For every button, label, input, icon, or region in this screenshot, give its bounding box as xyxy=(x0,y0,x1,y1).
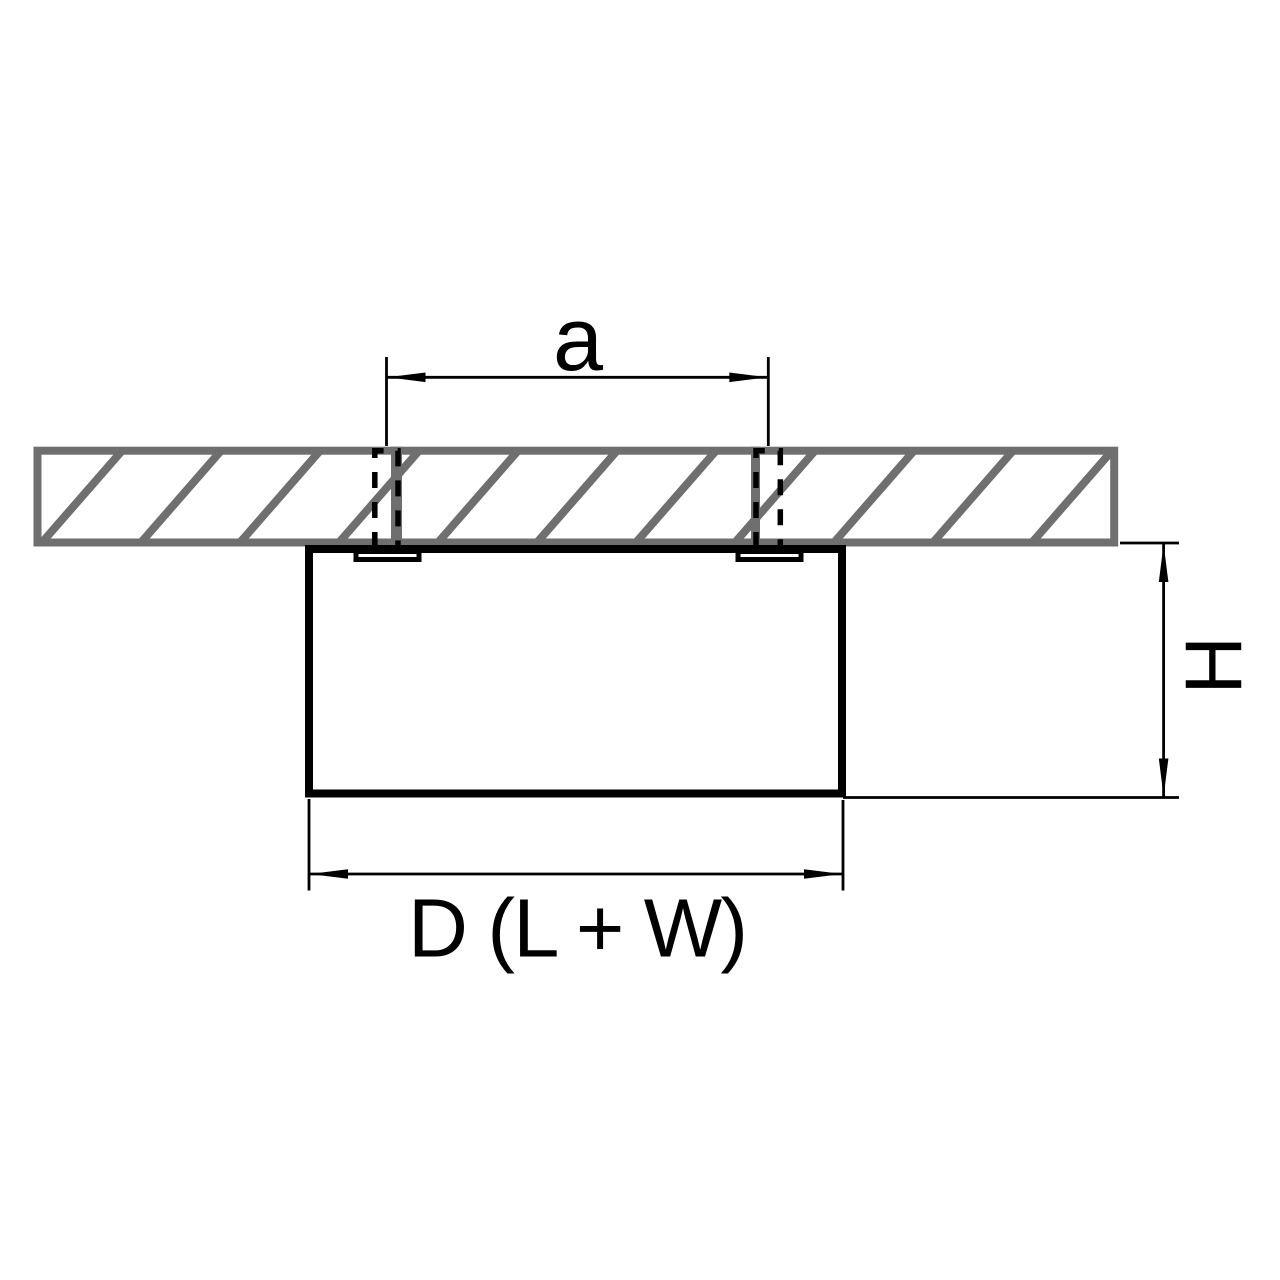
dimension-height-label: H xyxy=(1169,636,1259,695)
dimension-height-arrow-top xyxy=(1158,544,1169,582)
dimension-height: H xyxy=(843,541,1259,799)
dimension-a-label: a xyxy=(553,290,604,390)
ceiling-hatching xyxy=(38,448,1116,546)
hole-edge-right xyxy=(751,446,760,547)
ceiling-slab-outline xyxy=(33,446,1119,547)
mounting-clip-left xyxy=(353,549,422,562)
fixture-body xyxy=(305,545,846,798)
dimension-a: a xyxy=(385,290,770,446)
hole-edge-left xyxy=(391,446,402,547)
dimension-diameter-arrow-right xyxy=(804,869,842,879)
mounting-clip-right xyxy=(735,549,804,562)
dimension-diameter-arrow-left xyxy=(310,869,348,879)
dimension-a-arrow-left xyxy=(387,372,426,383)
dimension-height-arrow-bottom xyxy=(1158,758,1169,797)
dimension-diameter: D (L + W) xyxy=(307,799,845,975)
ceiling-slab xyxy=(33,446,1119,547)
dimension-a-arrow-right xyxy=(729,372,768,383)
dimension-diameter-label: D (L + W) xyxy=(408,882,748,975)
